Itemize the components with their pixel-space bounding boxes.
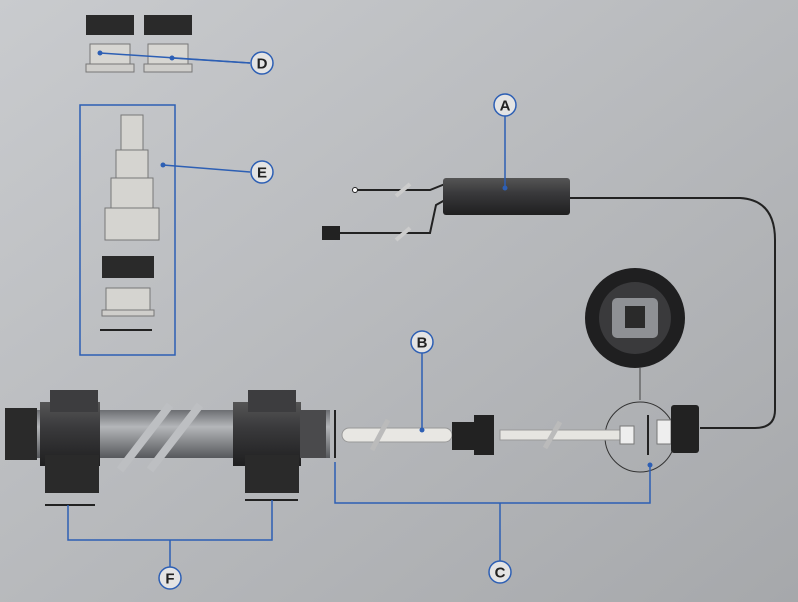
lamp-socket-detail — [585, 268, 685, 473]
callout-f: F — [158, 566, 182, 590]
callout-letter: D — [257, 56, 268, 73]
callout-d: D — [250, 51, 274, 75]
callout-c: C — [488, 560, 512, 584]
callout-e: E — [250, 160, 274, 184]
callout-letter: F — [165, 571, 174, 588]
callout-letter: A — [500, 98, 511, 115]
uv-lamp — [341, 405, 699, 455]
hose-adapters-small — [85, 15, 193, 73]
callout-b: B — [410, 330, 434, 354]
callout-a: A — [493, 93, 517, 117]
callout-letter: C — [495, 565, 506, 582]
callout-letter: E — [257, 165, 267, 182]
leader-lines — [67, 52, 651, 567]
stepped-hose-tail-set — [79, 104, 176, 356]
ballast — [322, 178, 776, 429]
uv-housing — [5, 390, 336, 506]
callout-letter: B — [417, 335, 428, 352]
